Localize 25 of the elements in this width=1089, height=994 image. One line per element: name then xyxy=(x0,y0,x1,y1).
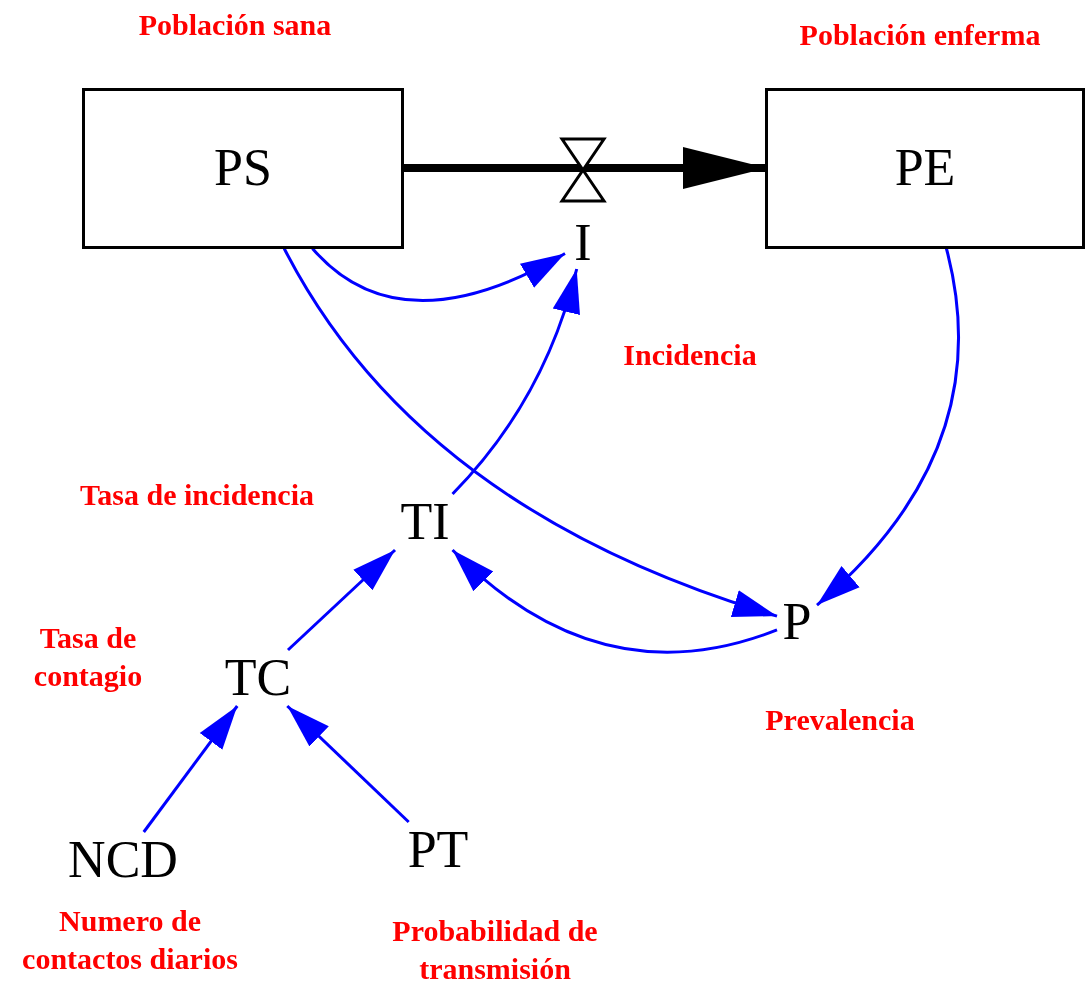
variable-caption: Incidencia xyxy=(622,337,758,373)
variable-caption: Tasa de incidencia xyxy=(79,477,315,513)
variable-caption: Población enferma xyxy=(798,17,1042,53)
variable-label: TC xyxy=(213,650,303,706)
variable-label: TI xyxy=(390,494,460,550)
variable-caption: Población sana xyxy=(137,7,333,43)
variable-label: PT xyxy=(393,822,483,878)
arrow xyxy=(451,548,778,654)
variable-caption: Prevalencia xyxy=(764,702,916,738)
arrow xyxy=(286,548,397,652)
flow-pipe-arrow xyxy=(404,147,767,189)
stock-box: PS xyxy=(82,87,404,249)
arrow xyxy=(142,705,239,833)
stock-box: PE xyxy=(765,87,1085,249)
arrow xyxy=(282,247,778,618)
arrow xyxy=(816,248,960,607)
variable-caption: Probabilidad de transmisión xyxy=(391,913,599,987)
variable-label: NCD xyxy=(48,832,198,888)
arrow xyxy=(286,704,410,824)
variable-label: I xyxy=(565,217,601,269)
arrow xyxy=(311,247,566,302)
arrow xyxy=(451,268,579,496)
variable-label: P xyxy=(777,594,817,650)
variable-caption: Numero de contactos diarios xyxy=(21,903,239,977)
variable-caption: Tasa de contagio xyxy=(32,620,144,694)
